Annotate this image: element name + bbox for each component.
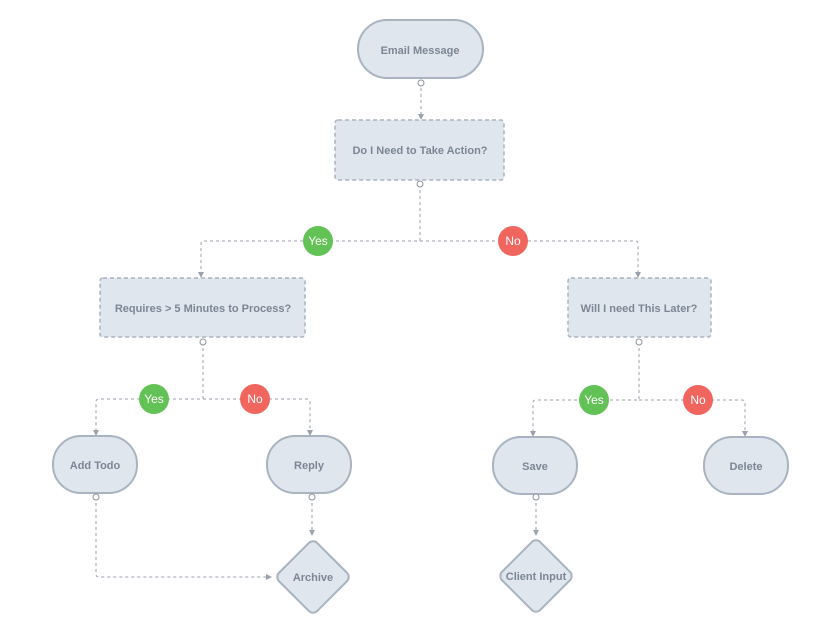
badge-yes-action: Yes: [303, 226, 333, 256]
node-requires-5min[interactable]: Requires > 5 Minutes to Process?: [99, 277, 306, 338]
badge-no-later-circle: [683, 385, 713, 415]
node-reply[interactable]: Reply: [266, 435, 352, 494]
arrowhead: [742, 431, 748, 437]
badge-no-5min-label: No: [247, 392, 263, 406]
node-need-later-shape: [567, 277, 712, 338]
node-client-input-label: Client Input: [506, 571, 567, 583]
connectors: [93, 82, 748, 580]
node-email-message-shape: [357, 19, 484, 79]
connector-5min-split: [95, 342, 204, 430]
arrowhead: [93, 430, 99, 436]
connector-action-to-later: [420, 240, 639, 272]
badge-yes-later-label: Yes: [584, 393, 604, 407]
node-need-later[interactable]: Will I need This Later?: [567, 277, 712, 338]
port-5min-bottom[interactable]: [199, 338, 207, 346]
arrowhead: [266, 574, 272, 580]
connector-later-to-delete: [639, 399, 746, 431]
arrowhead: [309, 530, 315, 536]
node-need-action[interactable]: Do I Need to Take Action?: [334, 119, 505, 181]
node-archive-label: Archive: [293, 572, 333, 584]
node-need-action-shape: [334, 119, 505, 181]
node-requires-5min-label: Requires > 5 Minutes to Process?: [115, 303, 292, 315]
connector-todo-to-archive: [95, 497, 266, 578]
badge-yes-5min-circle: [139, 384, 169, 414]
node-delete-label: Delete: [729, 461, 762, 473]
badge-no-action: No: [498, 226, 528, 256]
node-add-todo-shape: [52, 435, 138, 494]
badge-yes-later-circle: [579, 385, 609, 415]
port-save-bottom[interactable]: [532, 493, 540, 501]
arrowhead: [530, 431, 536, 437]
node-need-action-label: Do I Need to Take Action?: [352, 145, 487, 157]
badge-no-action-circle: [498, 226, 528, 256]
badge-no-5min: No: [240, 384, 270, 414]
connector-action-split: [200, 184, 421, 272]
badge-yes-later: Yes: [579, 385, 609, 415]
arrowhead: [198, 272, 204, 278]
badge-no-later-label: No: [690, 393, 706, 407]
connector-5min-to-reply: [203, 398, 311, 430]
node-add-todo-label: Add Todo: [70, 460, 121, 472]
node-email-message-label: Email Message: [381, 45, 460, 57]
badge-yes-action-circle: [303, 226, 333, 256]
ports: [92, 79, 643, 501]
badge-no-5min-circle: [240, 384, 270, 414]
badge-yes-5min: Yes: [139, 384, 169, 414]
connector-later-split: [532, 342, 640, 431]
node-archive-shape: [276, 540, 350, 614]
node-archive[interactable]: Archive: [275, 539, 351, 615]
node-reply-label: Reply: [294, 460, 325, 472]
arrowhead: [307, 430, 313, 436]
badge-yes-action-label: Yes: [308, 234, 328, 248]
node-client-input[interactable]: Client Input: [498, 538, 574, 614]
port-todo-bottom[interactable]: [92, 493, 100, 501]
node-delete[interactable]: Delete: [703, 436, 789, 495]
badge-no-later: No: [683, 385, 713, 415]
port-reply-bottom[interactable]: [308, 493, 316, 501]
port-action-bottom[interactable]: [416, 180, 424, 188]
node-save[interactable]: Save: [492, 436, 578, 495]
arrowhead: [418, 114, 424, 120]
node-delete-shape: [703, 436, 789, 495]
arrowhead: [635, 272, 641, 278]
badge-no-action-label: No: [505, 234, 521, 248]
badge-yes-5min-label: Yes: [144, 392, 164, 406]
node-reply-shape: [266, 435, 352, 494]
node-save-label: Save: [522, 461, 548, 473]
port-later-bottom[interactable]: [635, 338, 643, 346]
port-email-bottom[interactable]: [417, 79, 425, 87]
node-requires-5min-shape: [99, 277, 306, 338]
node-need-later-label: Will I need This Later?: [581, 303, 698, 315]
arrowhead: [533, 530, 539, 536]
node-add-todo[interactable]: Add Todo: [52, 435, 138, 494]
node-email-message[interactable]: Email Message: [357, 19, 484, 79]
node-client-input-shape: [499, 539, 573, 613]
